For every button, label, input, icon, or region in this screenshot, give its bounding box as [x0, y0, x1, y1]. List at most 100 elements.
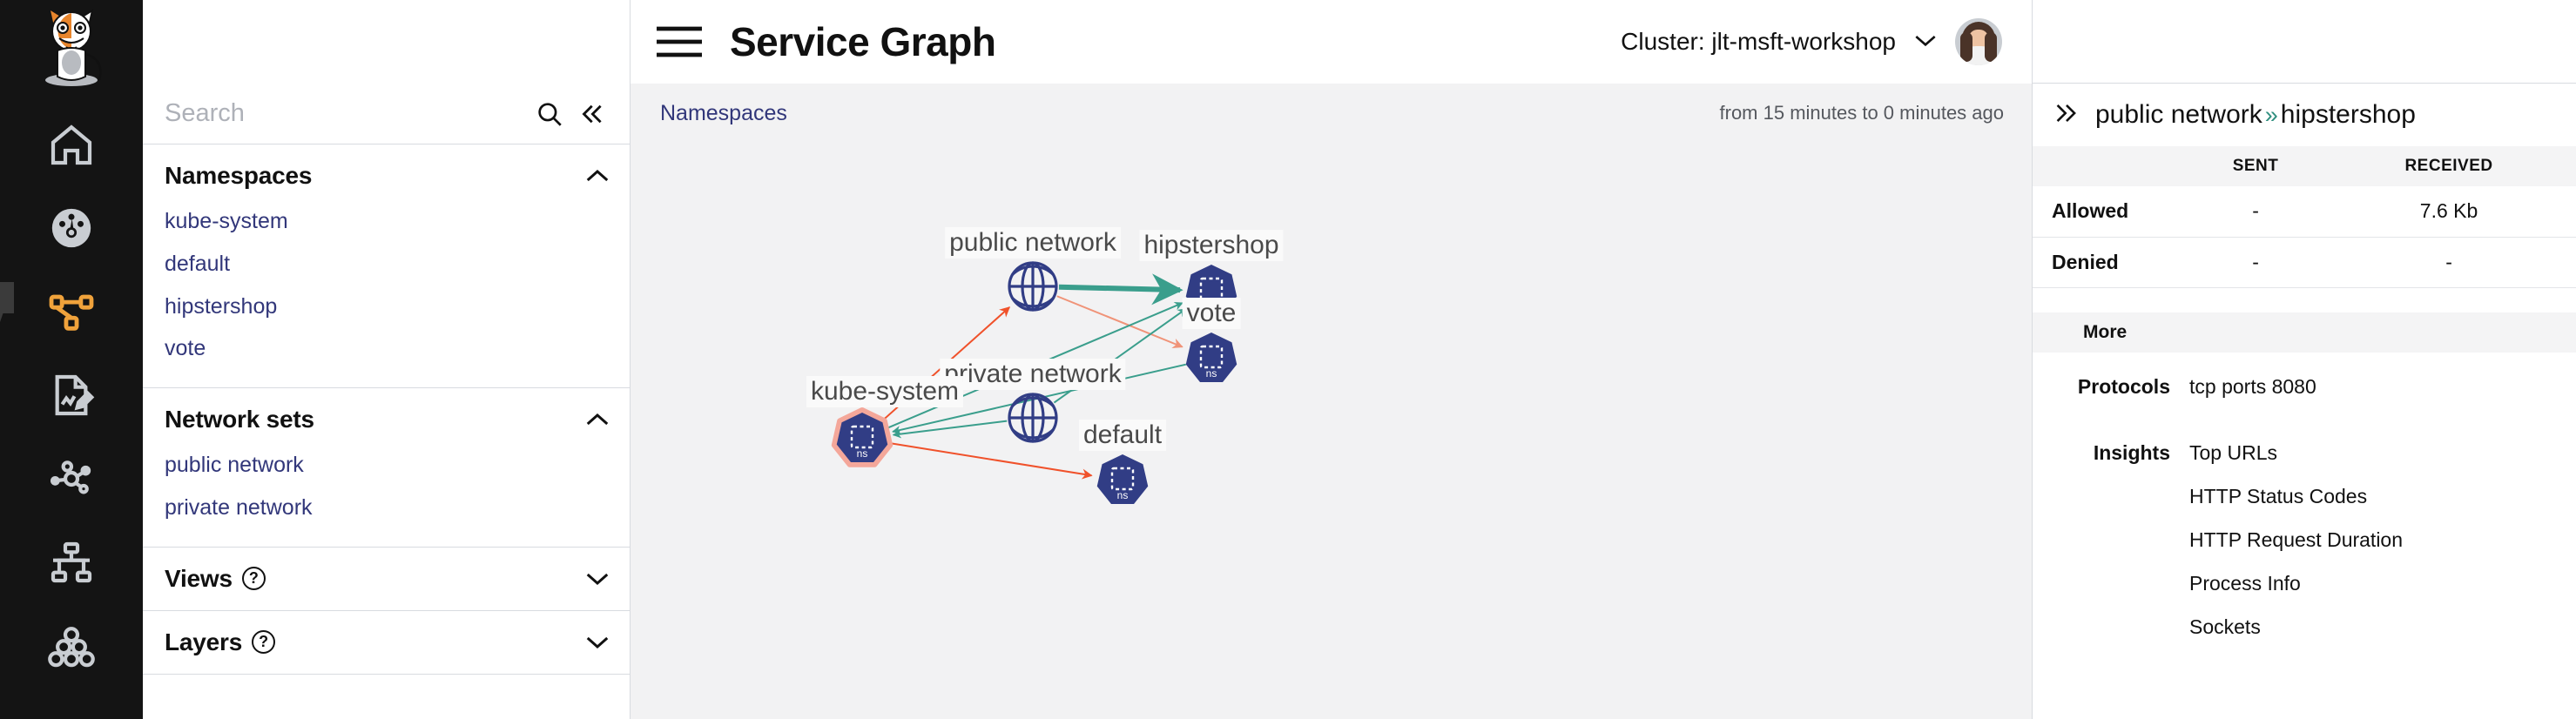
sidebar-item-policies[interactable]	[0, 353, 143, 437]
insight-sockets[interactable]: Sockets	[2189, 615, 2261, 638]
avatar[interactable]	[1955, 18, 2002, 65]
namespace-item-default[interactable]: default	[165, 251, 231, 276]
traffic-table: SENT RECEIVED Allowed - 7.6 Kb Denied - …	[2033, 146, 2576, 288]
section-header-network-sets[interactable]: Network sets	[143, 388, 630, 451]
edge-private-network-to-kube-system[interactable]	[892, 420, 1008, 439]
insight-http-request-duration[interactable]: HTTP Request Duration	[2189, 527, 2404, 551]
cluster-label: Cluster: jlt-msft-workshop	[1621, 28, 1896, 55]
section-header-namespaces[interactable]: Namespaces	[143, 144, 630, 207]
networkset-item-public-network[interactable]: public network	[165, 453, 304, 477]
allowed-sent: -	[2189, 186, 2323, 238]
section-header-views[interactable]: Views ?	[143, 548, 630, 610]
node-label-default: default	[1078, 420, 1167, 451]
page-title: Service Graph	[730, 19, 996, 64]
chevron-up-icon[interactable]	[584, 168, 610, 184]
table-row: Allowed - 7.6 Kb	[2033, 186, 2576, 238]
more-label: More	[2083, 321, 2128, 342]
denied-alert-ring	[831, 407, 894, 467]
details-separator-icon: »	[2264, 102, 2278, 128]
allowed-received: 7.6 Kb	[2322, 186, 2576, 238]
node-label-hipstershop: hipstershop	[1139, 230, 1284, 261]
app-header: Service Graph Cluster: jlt-msft-workshop	[631, 0, 2032, 84]
hamburger-icon[interactable]	[655, 24, 704, 60]
col-received: RECEIVED	[2322, 146, 2576, 186]
help-icon[interactable]: ?	[252, 630, 276, 654]
node-label-vote: vote	[1182, 298, 1241, 329]
details-gap	[2033, 288, 2576, 312]
canvas-toolbar: Namespaces from 15 minutes to 0 minutes …	[631, 84, 2032, 143]
edge-kube-system-to-default[interactable]	[887, 441, 1093, 480]
edge-public-network-to-hipstershop[interactable]	[1058, 273, 1183, 306]
insight-process-info[interactable]: Process Info	[2189, 571, 2301, 595]
globe-icon	[1008, 393, 1058, 443]
section-layers: Layers ?	[143, 611, 630, 675]
node-sublabel: ns	[857, 447, 868, 460]
details-panel: public network » hipstershop SENT RECEIV…	[2032, 0, 2576, 719]
node-label-private-network: private network	[940, 359, 1126, 390]
insights-list: Top URLs HTTP Status Codes HTTP Request …	[2189, 441, 2403, 659]
chevron-down-icon[interactable]	[584, 571, 610, 587]
namespace-item-hipstershop[interactable]: hipstershop	[165, 293, 278, 319]
time-range-label: from 15 minutes to 0 minutes ago	[1719, 102, 2005, 124]
row-label-allowed: Allowed	[2033, 186, 2189, 238]
insights-label: Insights	[2093, 440, 2170, 464]
graph-node-public-network[interactable]	[1008, 261, 1058, 312]
left-panel-header-spacer	[143, 0, 630, 84]
chevron-up-icon[interactable]	[584, 412, 610, 427]
node-sublabel: ns	[1117, 489, 1129, 501]
section-network-sets: Network sets public network private netw…	[143, 388, 630, 548]
home-icon	[47, 120, 96, 169]
section-title: Namespaces	[165, 162, 313, 189]
namespace-dashed-square-icon	[1199, 345, 1224, 369]
section-body-namespaces: kube-system default hipstershop vote	[143, 207, 630, 387]
details-target: hipstershop	[2280, 100, 2416, 129]
graph-node-private-network[interactable]	[1008, 393, 1058, 443]
namespace-item-kube-system[interactable]: kube-system	[165, 209, 288, 233]
sidebar-item-home[interactable]	[0, 103, 143, 186]
edge-public-network-to-vote[interactable]	[1056, 295, 1183, 348]
sidebar-item-clusters[interactable]	[0, 604, 143, 688]
help-icon[interactable]: ?	[241, 567, 266, 590]
policy-edit-icon	[47, 371, 96, 420]
namespace-item-vote[interactable]: vote	[165, 336, 206, 361]
section-namespaces: Namespaces kube-system default hipstersh…	[143, 144, 630, 388]
insight-http-status-codes[interactable]: HTTP Status Codes	[2189, 484, 2368, 507]
section-views: Views ?	[143, 548, 630, 611]
double-chevron-right-icon[interactable]	[2052, 101, 2081, 129]
more-section-header[interactable]: More	[2033, 312, 2576, 353]
section-title: Views	[165, 564, 233, 592]
graph-node-kube-system[interactable]: ns	[831, 407, 894, 467]
breadcrumb[interactable]: Namespaces	[660, 100, 787, 125]
insights-row: Insights Top URLs HTTP Status Codes HTTP…	[2033, 419, 2576, 659]
nodes-graph-icon	[47, 454, 96, 503]
details-source: public network	[2095, 100, 2262, 129]
namespace-dashed-square-icon	[850, 425, 874, 449]
section-title: Layers	[165, 628, 243, 655]
double-chevron-left-icon[interactable]	[570, 93, 612, 135]
section-body-network-sets: public network private network	[143, 451, 630, 547]
section-header-layers[interactable]: Layers ?	[143, 611, 630, 674]
sidebar-item-service-graph[interactable]	[0, 270, 143, 353]
col-blank	[2033, 146, 2189, 186]
namespace-hexagon	[836, 413, 888, 463]
networkset-item-private-network[interactable]: private network	[165, 494, 313, 520]
sidebar-item-nodes[interactable]	[0, 437, 143, 521]
search-icon[interactable]	[529, 93, 570, 135]
namespace-hexagon	[1185, 333, 1237, 383]
sidebar-item-dashboard[interactable]	[0, 186, 143, 270]
namespace-dashed-square-icon	[1110, 467, 1135, 491]
protocols-label: Protocols	[2077, 374, 2170, 398]
cluster-selector[interactable]: Cluster: jlt-msft-workshop	[1621, 18, 2032, 65]
sidebar-item-network[interactable]	[0, 521, 143, 604]
node-sublabel: ns	[1206, 367, 1217, 380]
graph-node-default[interactable]: ns	[1096, 454, 1149, 505]
row-label-denied: Denied	[2033, 237, 2189, 288]
col-sent: SENT	[2189, 146, 2323, 186]
service-graph-icon	[46, 286, 97, 337]
search-input[interactable]	[165, 99, 529, 128]
chevron-down-icon[interactable]	[584, 635, 610, 650]
graph-node-vote[interactable]: ns	[1185, 333, 1237, 383]
insight-top-urls[interactable]: Top URLs	[2189, 440, 2277, 464]
